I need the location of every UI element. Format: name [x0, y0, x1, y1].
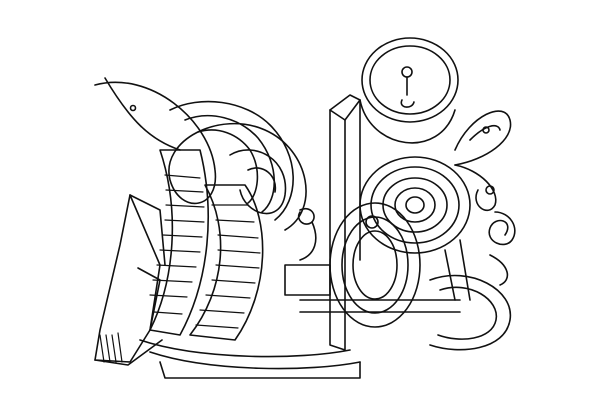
- right-spiral-curl: [488, 211, 516, 286]
- zero-ring: [329, 202, 421, 328]
- lower-curved-band: [139, 339, 361, 379]
- swirl-loops: [94, 77, 307, 231]
- concentric-rings-right: [359, 156, 471, 254]
- right-leaf-swirl: [454, 110, 512, 212]
- top-balloon: [359, 37, 459, 144]
- wedge-stripes: [99, 332, 123, 363]
- striped-horn-middle: [189, 184, 264, 341]
- small-spiral: [297, 207, 317, 261]
- striped-horn-left: [149, 149, 209, 336]
- lower-right-curve: [429, 239, 512, 351]
